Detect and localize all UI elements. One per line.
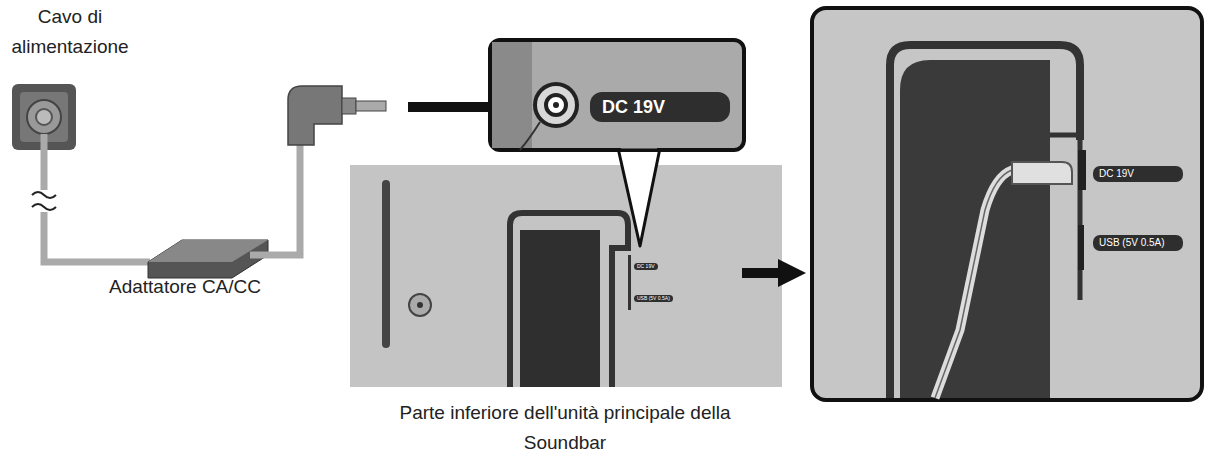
port-label: USB (5V 0.5A) [1093, 235, 1183, 251]
port-label: DC 19V [634, 263, 658, 270]
dc-jack [535, 84, 577, 126]
dc-plug [288, 86, 342, 145]
port-label: DC 19V [1093, 166, 1183, 182]
connected-cable [935, 170, 1056, 398]
soundbar-bottom [350, 165, 782, 387]
port-label: DC 19V [590, 92, 730, 122]
zoom-callout [490, 40, 744, 150]
connected-view [812, 8, 1202, 400]
port-label: USB (5V 0.5A) [634, 295, 673, 302]
ac-dc-adapter [148, 240, 268, 278]
part-name: Cavo di alimentazione [0, 2, 140, 62]
part-name: Adattatore CA/CC [75, 272, 295, 302]
dc-cable [250, 140, 300, 255]
mains-cable [44, 134, 150, 262]
caption-text: Parte inferiore dell'unità principale de… [375, 398, 755, 458]
